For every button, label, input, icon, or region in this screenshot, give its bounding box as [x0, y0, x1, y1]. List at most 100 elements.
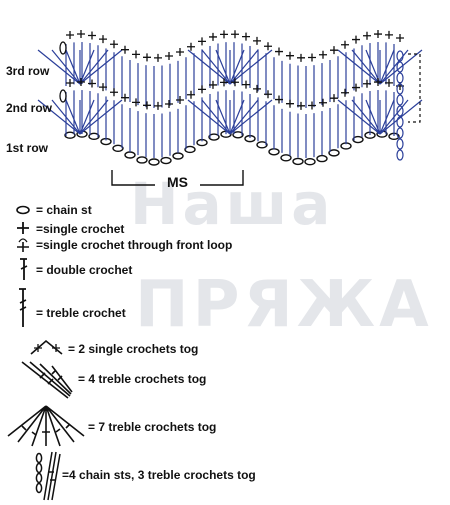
single-crochet-stitch [275, 95, 283, 104]
single-crochet-stitch [198, 85, 206, 94]
fan-stitch [379, 99, 395, 135]
single-crochet-stitch [77, 78, 85, 87]
turning-chain [396, 83, 404, 95]
fan-stitch [365, 99, 381, 135]
fan-stitch [37, 99, 81, 135]
single-crochet-stitch [198, 37, 206, 46]
single-crochet-stitch [264, 42, 272, 51]
single-crochet-stitch [253, 84, 261, 93]
chain-stitch [88, 132, 100, 141]
fan-stitch [187, 49, 231, 85]
fan-stitch [51, 49, 81, 85]
legend-7-tr-tog: = 7 treble crochets tog [88, 420, 217, 434]
chain-stitch [112, 144, 124, 152]
legend-2-sc-tog: = 2 single crochets tog [68, 342, 199, 356]
single-crochet-stitch [99, 83, 107, 92]
oval-chain-icon [16, 205, 30, 215]
fan-stitch [229, 99, 273, 135]
chain-stitch [148, 158, 160, 166]
row-label-3rd: 3rd row [6, 64, 50, 78]
repeat-label: MS [167, 174, 188, 190]
plus-loop-icon [17, 238, 29, 252]
single-crochet-stitch [143, 101, 151, 110]
single-crochet-stitch [363, 79, 371, 88]
single-crochet-stitch [220, 78, 228, 87]
turning-chain [396, 50, 404, 62]
fan-stitch [379, 49, 423, 85]
legend-chain-tr-tog: =4 chain sts, 3 treble crochets tog [62, 468, 256, 482]
single-crochet-stitch [297, 53, 305, 62]
chain-stitch [124, 151, 136, 159]
fan-stitch [351, 99, 381, 135]
fan-stitch [79, 99, 109, 135]
single-crochet-stitch [330, 46, 338, 55]
single-crochet-stitch [66, 31, 74, 40]
two-sc-tog-icon [30, 339, 63, 355]
single-crochet-stitch [231, 30, 239, 39]
single-crochet-stitch [242, 80, 250, 89]
legend-double-crochet: = double crochet [36, 263, 133, 277]
fan-stitch [229, 99, 259, 135]
turning-chain [396, 149, 404, 161]
single-crochet-stitch [374, 78, 382, 87]
fan-stitch [51, 99, 81, 135]
fan-stitch [79, 49, 123, 85]
stitch-diagram [37, 30, 423, 186]
single-crochet-stitch [77, 30, 85, 39]
single-crochet-stitch [121, 45, 129, 54]
single-crochet-stitch [154, 101, 162, 110]
legend-sc-front-loop: =single crochet through front loop [36, 238, 233, 252]
ms-bracket [111, 170, 244, 186]
fan-stitch [229, 49, 245, 85]
single-crochet-stitch [165, 99, 173, 108]
single-crochet-stitch [154, 53, 162, 62]
fan-stitch [215, 49, 231, 85]
turning-chain [396, 61, 404, 73]
turning-chain [396, 127, 404, 139]
double-crochet-icon [20, 258, 28, 280]
fan-stitch [65, 99, 81, 135]
single-crochet-stitch [319, 98, 327, 107]
single-crochet-stitch [330, 94, 338, 103]
single-crochet-stitch [352, 35, 360, 44]
single-crochet-stitch [88, 31, 96, 40]
single-crochet-stitch [209, 32, 217, 41]
single-crochet-stitch [341, 40, 349, 49]
legend-4-tr-tog: = 4 treble crochets tog [78, 372, 207, 386]
single-crochet-stitch [220, 30, 228, 39]
fan-stitch [215, 99, 231, 135]
turning-chain [396, 138, 404, 150]
legend-chain-st: = chain st [36, 203, 92, 217]
single-crochet-stitch [286, 99, 294, 108]
single-crochet-stitch [385, 30, 393, 39]
chain-stitch [304, 157, 316, 166]
chain-stitch [64, 131, 76, 139]
single-crochet-stitch [121, 93, 129, 102]
single-crochet-stitch [264, 90, 272, 99]
single-crochet-stitch [319, 50, 327, 59]
single-crochet-stitch [242, 32, 250, 41]
seven-tr-tog-icon [7, 405, 85, 447]
single-crochet-stitch [187, 90, 195, 99]
single-crochet-stitch [176, 48, 184, 56]
watermark-line2: ПРЯЖА [135, 268, 433, 342]
row-start-chain [59, 41, 67, 55]
chain-tr-tog-icon [35, 451, 61, 501]
single-crochet-stitch [143, 53, 151, 62]
legend-treble-crochet: = treble crochet [36, 306, 126, 320]
fan-stitch [351, 49, 381, 85]
fan-stitch [65, 49, 81, 85]
watermark-line1: Наша [130, 170, 335, 238]
fan-stitch [201, 99, 231, 135]
single-crochet-stitch [308, 101, 316, 110]
fan-stitch [229, 49, 273, 85]
row-label-2nd: 2nd row [6, 101, 53, 115]
single-crochet-stitch [66, 79, 74, 88]
fan-stitch [379, 99, 409, 135]
chain-stitch [328, 149, 340, 157]
fan-stitch [79, 99, 95, 135]
plus-icon [17, 222, 29, 234]
single-crochet-stitch [275, 47, 283, 56]
single-crochet-stitch [99, 35, 107, 44]
single-crochet-stitch [88, 79, 96, 88]
